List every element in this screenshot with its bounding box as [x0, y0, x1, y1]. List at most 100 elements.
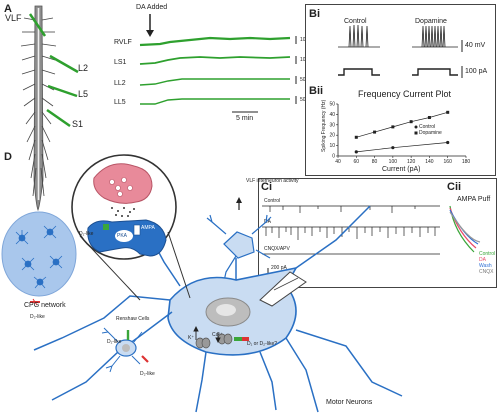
- trace-name-ll2: LL2: [114, 80, 126, 87]
- trace-name-ls1: LS1: [114, 59, 127, 66]
- panel-bii-letter: Bii: [309, 85, 324, 97]
- bii-title: Frequency Current Plot: [358, 89, 452, 99]
- fi-y-tick-label: 30: [329, 122, 335, 128]
- mn-d1-d2-label: D₁ or D₂-like?: [247, 341, 278, 347]
- time-scale-a: 5 min: [236, 115, 254, 122]
- pka-ellipse: [115, 230, 133, 242]
- fi-x-tick-label: 180: [462, 159, 471, 165]
- panel-bi-letter: Bi: [309, 8, 320, 20]
- renshaw-cell: [101, 327, 143, 373]
- label-vlf: VLF: [5, 13, 22, 23]
- renshaw-d2-label: D₂-like: [140, 371, 155, 377]
- fi-x-tick-label: 60: [354, 159, 360, 165]
- spinal-cord: [20, 5, 79, 212]
- bi-dopamine-label: Dopamine: [415, 18, 447, 25]
- panel-ci-letter: Ci: [261, 181, 272, 193]
- label-l5: L5: [78, 89, 89, 99]
- trace-name-ll5: LL5: [114, 99, 126, 106]
- fi-point-control: [354, 150, 358, 154]
- fi-x-tick-label: 80: [372, 159, 378, 165]
- electrode-l2: [49, 54, 79, 74]
- label-l2: L2: [78, 63, 89, 73]
- fi-point-control: [391, 146, 395, 150]
- fi-x-tick-label: 40: [335, 159, 341, 165]
- cpg-network-circle: [1, 211, 77, 297]
- ion-channel-k: [195, 337, 211, 349]
- cpg-neurons: [15, 225, 63, 289]
- ci-row-da: DA: [264, 219, 271, 225]
- fi-point-dopamine: [391, 125, 395, 129]
- cii-legend-da: DA: [479, 257, 486, 263]
- fi-y-tick-label: 0: [332, 154, 335, 160]
- synapse-d1-receptor: [103, 224, 109, 230]
- fi-point-dopamine: [409, 120, 413, 124]
- synapse-d1-label: D₁-like: [79, 231, 94, 237]
- fi-legend-marker-control: [414, 125, 418, 129]
- trace-name-rvlf: RVLF: [114, 39, 132, 46]
- panel-a-letter: A: [4, 3, 12, 15]
- fi-series-line-dopamine: [356, 111, 448, 138]
- fi-point-dopamine: [354, 135, 358, 139]
- vlf-activity-label: VLF interneuron activity: [246, 178, 299, 184]
- trace-rvlf: [139, 36, 291, 47]
- ampa-receptor: [133, 224, 141, 236]
- fi-x-tick-label: 160: [444, 159, 453, 165]
- panel-cii-letter: Cii: [447, 181, 462, 193]
- fi-point-control: [446, 140, 450, 145]
- bii-legend-control: Control: [419, 124, 436, 130]
- trace-ls1: [139, 56, 291, 65]
- label-s1: S1: [72, 119, 84, 129]
- electrode-vlf: [28, 13, 47, 37]
- ci-row-control: Control: [264, 198, 281, 204]
- cpg-network-label: CPG network: [24, 302, 66, 309]
- cii-legend-control: Control: [479, 251, 496, 257]
- renshaw-d2-receptor: [141, 355, 149, 363]
- fi-y-tick-label: 20: [329, 133, 335, 139]
- renshaw-label: Renshaw Cells: [116, 316, 150, 322]
- recording-pipette: [259, 271, 307, 307]
- electrode-l5: [47, 84, 78, 98]
- trace-ll5: [140, 98, 290, 105]
- synapse-ampa-label: AMPA: [141, 225, 155, 231]
- cpg-d2-receptor: [30, 298, 40, 306]
- trace-ll2: [139, 78, 290, 86]
- renshaw-d1-label: D₁-like: [107, 339, 122, 345]
- fi-point-dopamine: [427, 116, 431, 120]
- cii-legend-wash: Wash: [479, 263, 492, 269]
- motor-neurons-label: Motor Neurons: [326, 399, 373, 406]
- bii-legend-dopamine: Dopamine: [419, 130, 442, 136]
- panel-b-frame: [305, 4, 496, 176]
- fi-point-dopamine: [446, 110, 450, 114]
- fi-x-tick-label: 100: [389, 159, 398, 165]
- k-channel-label: K⁺: [188, 335, 194, 341]
- fi-y-tick-label: 40: [329, 112, 335, 118]
- cii-legend-cnqx: CNQX: [479, 269, 494, 275]
- presynaptic-terminal: [93, 163, 153, 204]
- ci-row-cnqx: CNQX/APV: [264, 246, 290, 252]
- da-added-label: DA Added: [136, 4, 168, 11]
- synapse-pka-label: PKA: [117, 233, 128, 239]
- panel-a-traces: [139, 36, 291, 105]
- panel-d-letter: D: [4, 151, 12, 163]
- fi-x-tick-label: 120: [407, 159, 416, 165]
- electrode-s1: [46, 108, 71, 128]
- fi-y-tick-label: 10: [329, 143, 335, 149]
- cii-title: AMPA Puff: [457, 196, 491, 203]
- fi-point-dopamine: [373, 130, 377, 134]
- ca-channel-label: Ca²⁺: [212, 332, 223, 338]
- bi-control-label: Control: [344, 18, 367, 25]
- cii-ampa-curves: [449, 205, 481, 253]
- ci-amp-scale: 200 pA: [271, 265, 287, 271]
- fi-y-tick-label: 50: [329, 102, 335, 108]
- neurotransmitter-dots: [111, 207, 135, 217]
- cpg-d2-label: D₂-like: [30, 314, 45, 320]
- fi-legend-marker-dopamine: [414, 131, 418, 135]
- bi-voltage-scale: 40 mV: [465, 42, 486, 49]
- fi-x-tick-label: 140: [425, 159, 434, 165]
- bi-current-scale: 100 pA: [465, 68, 488, 75]
- bii-xlabel: Current (pA): [382, 166, 421, 173]
